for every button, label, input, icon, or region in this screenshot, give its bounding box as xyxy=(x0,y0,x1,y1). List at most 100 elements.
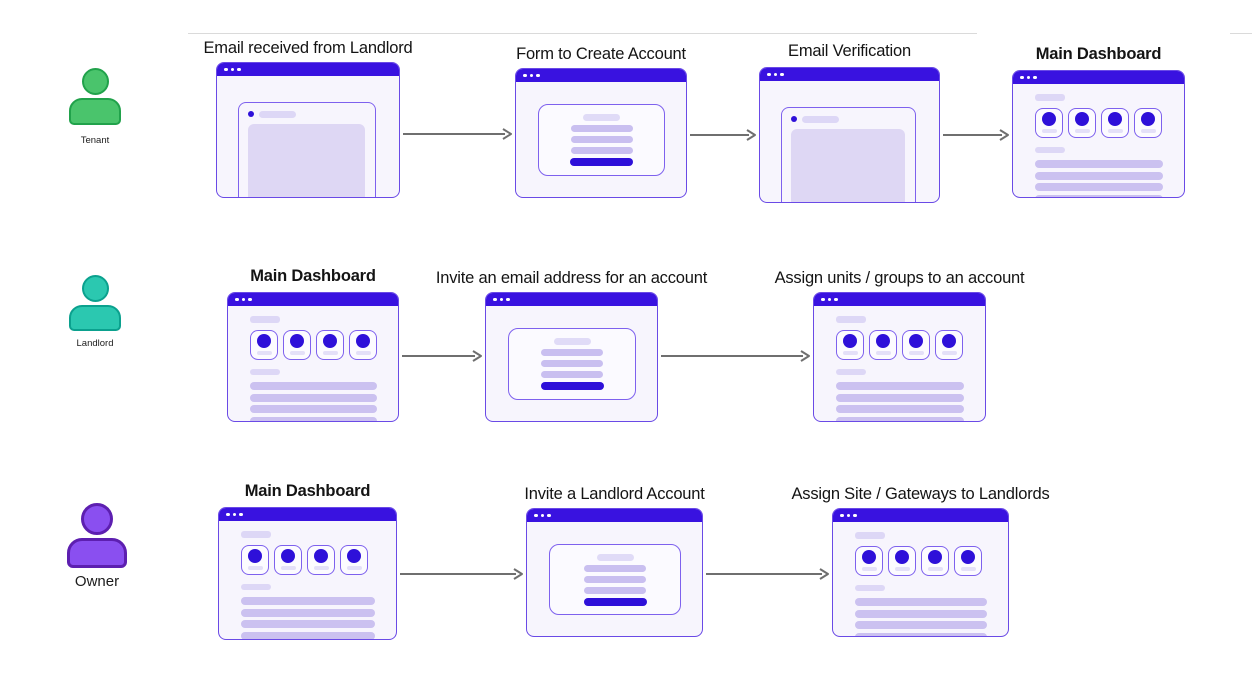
window-dot-icon xyxy=(248,297,252,302)
step-title: Assign Site / Gateways to Landlords xyxy=(791,485,1050,503)
window-dot-icon xyxy=(224,67,228,72)
list-row-bar xyxy=(836,393,964,402)
flow-arrow[interactable] xyxy=(942,127,1010,143)
window-dot-icon xyxy=(235,297,239,302)
form-field-bar xyxy=(570,125,633,132)
window-dot-icon xyxy=(226,512,230,517)
window-dot-icon xyxy=(540,513,544,518)
form-submit-bar xyxy=(540,382,604,390)
list-rows xyxy=(855,598,987,636)
dashboard-mock xyxy=(814,306,985,421)
stat-bar xyxy=(355,350,371,355)
form-field-bar xyxy=(584,586,646,594)
window-dot-icon xyxy=(1020,75,1024,80)
window-email-received[interactable] xyxy=(216,62,400,198)
form-field-bar xyxy=(570,147,633,154)
stat-bar xyxy=(842,350,858,355)
window-assign-units[interactable] xyxy=(813,292,986,422)
stat-circle-icon xyxy=(1075,111,1089,126)
stat-bar xyxy=(908,350,924,355)
list-row-bar xyxy=(241,620,375,628)
browser-titlebar xyxy=(833,509,1008,522)
browser-titlebar xyxy=(814,293,985,306)
stat-bar xyxy=(247,565,263,570)
stat-card xyxy=(307,544,335,575)
flow-arrow[interactable] xyxy=(399,566,524,582)
email-body-block xyxy=(791,129,905,202)
flow-arrow[interactable] xyxy=(705,566,830,582)
window-assign-sites[interactable] xyxy=(832,508,1009,637)
sender-dot-icon xyxy=(248,111,254,117)
persona-label: Tenant xyxy=(80,135,110,146)
stat-cards xyxy=(1035,107,1163,138)
flow-arrow[interactable] xyxy=(660,348,811,364)
window-dot-icon xyxy=(237,67,241,72)
stat-circle-icon xyxy=(876,333,890,348)
stat-bar xyxy=(927,566,943,571)
list-row-bar xyxy=(250,382,377,390)
heading-bar xyxy=(250,316,280,323)
flow-arrow[interactable] xyxy=(402,126,513,142)
stat-circle-icon xyxy=(928,549,942,564)
persona-label: Landlord xyxy=(76,338,114,349)
stat-card xyxy=(869,329,897,360)
list-rows xyxy=(250,382,377,421)
stat-bar xyxy=(960,566,976,571)
form-mock xyxy=(527,522,702,636)
browser-titlebar xyxy=(1013,71,1184,84)
browser-titlebar xyxy=(516,69,686,82)
form-card xyxy=(538,104,665,176)
list-row-bar xyxy=(836,416,964,421)
window-dot-icon xyxy=(767,72,771,77)
stat-circle-icon xyxy=(1141,111,1155,126)
step-title: Assign units / groups to an account xyxy=(774,269,1025,287)
stat-circle-icon xyxy=(347,548,361,563)
form-field-bar xyxy=(570,136,633,143)
persona-owner[interactable]: Owner xyxy=(67,503,127,590)
stat-bar xyxy=(1041,128,1057,133)
email-body-block xyxy=(248,124,365,197)
stat-circle-icon xyxy=(248,548,262,563)
heading-bar xyxy=(1035,146,1065,153)
window-dot-icon xyxy=(780,72,784,77)
dashboard-mock xyxy=(1013,84,1184,197)
sender-bar xyxy=(802,116,839,123)
stat-bar xyxy=(322,350,338,355)
email-mock xyxy=(217,76,399,197)
persona-label: Owner xyxy=(74,573,120,590)
stat-card xyxy=(954,545,982,576)
heading-bar xyxy=(836,316,866,323)
stat-circle-icon xyxy=(895,549,909,564)
window-main-dashboard[interactable] xyxy=(227,292,399,422)
step-title: Main Dashboard xyxy=(1035,45,1162,63)
step-title: Invite a Landlord Account xyxy=(524,485,705,503)
stat-cards xyxy=(855,545,987,576)
stat-bar xyxy=(313,565,329,570)
window-dot-icon xyxy=(821,297,825,302)
browser-titlebar xyxy=(527,509,702,522)
flow-arrow[interactable] xyxy=(689,127,757,143)
stat-card xyxy=(902,329,930,360)
window-create-account-form[interactable] xyxy=(515,68,687,198)
stat-circle-icon xyxy=(862,549,876,564)
list-rows xyxy=(1035,160,1163,197)
window-dot-icon xyxy=(499,297,503,302)
form-mock xyxy=(486,306,657,421)
window-dot-icon xyxy=(529,73,533,78)
stat-card xyxy=(836,329,864,360)
stat-card xyxy=(935,329,963,360)
window-invite-email[interactable] xyxy=(485,292,658,422)
stat-card xyxy=(283,329,311,360)
window-main-dashboard[interactable] xyxy=(1012,70,1185,198)
window-email-verification[interactable] xyxy=(759,67,940,203)
window-invite-landlord[interactable] xyxy=(526,508,703,637)
list-row-bar xyxy=(241,608,375,617)
sender-dot-icon xyxy=(791,116,797,122)
flow-arrow[interactable] xyxy=(401,348,483,364)
list-row-bar xyxy=(836,382,964,390)
persona-tenant[interactable]: Tenant xyxy=(69,68,121,146)
list-row-bar xyxy=(1035,194,1163,197)
form-card xyxy=(549,544,681,615)
window-main-dashboard[interactable] xyxy=(218,507,397,640)
persona-landlord[interactable]: Landlord xyxy=(69,275,121,349)
